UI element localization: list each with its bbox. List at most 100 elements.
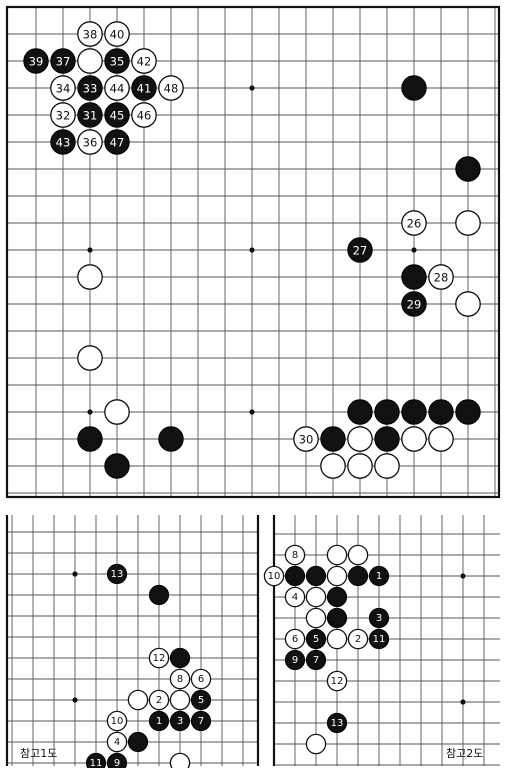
move-number: 4 — [114, 737, 120, 748]
white-stone — [374, 453, 400, 479]
move-number: 3 — [177, 716, 183, 727]
white-stone — [305, 607, 327, 629]
white-stone: 2 — [347, 628, 369, 650]
move-number: 5 — [198, 695, 204, 706]
black-stone: 3 — [368, 607, 390, 629]
move-number: 10 — [268, 571, 281, 582]
move-number: 37 — [56, 55, 71, 69]
move-number: 11 — [90, 758, 103, 768]
white-stone — [77, 264, 103, 290]
black-stone — [326, 586, 348, 608]
black-stone: 9 — [284, 649, 306, 671]
star-point — [87, 247, 93, 253]
black-stone: 13 — [326, 712, 348, 734]
white-stone: 8 — [284, 544, 306, 566]
black-stone: 5 — [190, 689, 212, 711]
move-number: 44 — [110, 82, 125, 96]
reference-diagram-2-caption: 참고2도 — [446, 747, 483, 760]
move-number: 13 — [331, 718, 344, 729]
white-stone — [169, 752, 191, 768]
star-point — [72, 571, 78, 577]
white-stone — [347, 544, 369, 566]
star-point — [411, 247, 417, 253]
black-stone: 33 — [77, 75, 103, 101]
reference-diagram-1-frame — [5, 515, 260, 766]
black-stone: 29 — [401, 291, 427, 317]
white-stone: 4 — [284, 586, 306, 608]
white-stone — [305, 733, 327, 755]
white-stone — [347, 453, 373, 479]
move-number: 31 — [83, 109, 98, 123]
black-stone: 35 — [104, 48, 130, 74]
white-stone: 10 — [106, 710, 128, 732]
white-stone: 2 — [148, 689, 170, 711]
move-number: 28 — [434, 271, 449, 285]
black-stone — [320, 426, 346, 452]
move-number: 40 — [110, 28, 125, 42]
move-number: 9 — [292, 655, 298, 666]
white-stone — [428, 426, 454, 452]
move-number: 30 — [299, 433, 314, 447]
black-stone — [284, 565, 306, 587]
move-number: 29 — [407, 298, 422, 312]
white-stone — [455, 210, 481, 236]
white-stone — [127, 689, 149, 711]
black-stone: 7 — [190, 710, 212, 732]
white-stone: 8 — [169, 668, 191, 690]
black-stone — [347, 399, 373, 425]
move-number: 3 — [376, 613, 382, 624]
black-stone: 41 — [131, 75, 157, 101]
move-number: 7 — [198, 716, 204, 727]
reference-diagram-2-star-points — [460, 573, 466, 705]
star-point — [72, 697, 78, 703]
move-number: 33 — [83, 82, 98, 96]
white-stone: 44 — [104, 75, 130, 101]
move-number: 1 — [376, 571, 382, 582]
white-stone: 10 — [263, 565, 285, 587]
move-number: 39 — [29, 55, 44, 69]
move-number: 7 — [313, 655, 319, 666]
white-stone — [77, 48, 103, 74]
white-stone — [104, 399, 130, 425]
move-number: 6 — [292, 634, 298, 645]
white-stone: 12 — [326, 670, 348, 692]
white-stone — [326, 544, 348, 566]
black-stone — [77, 426, 103, 452]
white-stone: 6 — [284, 628, 306, 650]
white-stone: 32 — [50, 102, 76, 128]
move-number: 47 — [110, 136, 125, 150]
black-stone: 11 — [368, 628, 390, 650]
move-number: 4 — [292, 592, 298, 603]
move-number: 38 — [83, 28, 98, 42]
black-stone — [326, 607, 348, 629]
move-number: 8 — [292, 550, 298, 561]
white-stone — [305, 586, 327, 608]
black-stone: 1 — [368, 565, 390, 587]
black-stone: 39 — [23, 48, 49, 74]
move-number: 2 — [156, 695, 162, 706]
white-stone: 42 — [131, 48, 157, 74]
black-stone: 47 — [104, 129, 130, 155]
move-number: 42 — [137, 55, 152, 69]
white-stone — [169, 689, 191, 711]
reference-diagram-1-grid — [7, 515, 258, 766]
move-number: 2 — [355, 634, 361, 645]
black-stone — [374, 399, 400, 425]
move-number: 34 — [56, 82, 71, 96]
star-point — [460, 573, 466, 579]
black-stone — [104, 453, 130, 479]
white-stone — [326, 628, 348, 650]
white-stone — [347, 426, 373, 452]
move-number: 41 — [137, 82, 152, 96]
move-number: 8 — [177, 674, 183, 685]
move-number: 10 — [111, 716, 124, 727]
white-stone: 38 — [77, 21, 103, 47]
reference-diagram-1-star-points — [72, 571, 78, 703]
black-stone — [401, 75, 427, 101]
white-stone: 48 — [158, 75, 184, 101]
move-number: 27 — [353, 244, 368, 258]
